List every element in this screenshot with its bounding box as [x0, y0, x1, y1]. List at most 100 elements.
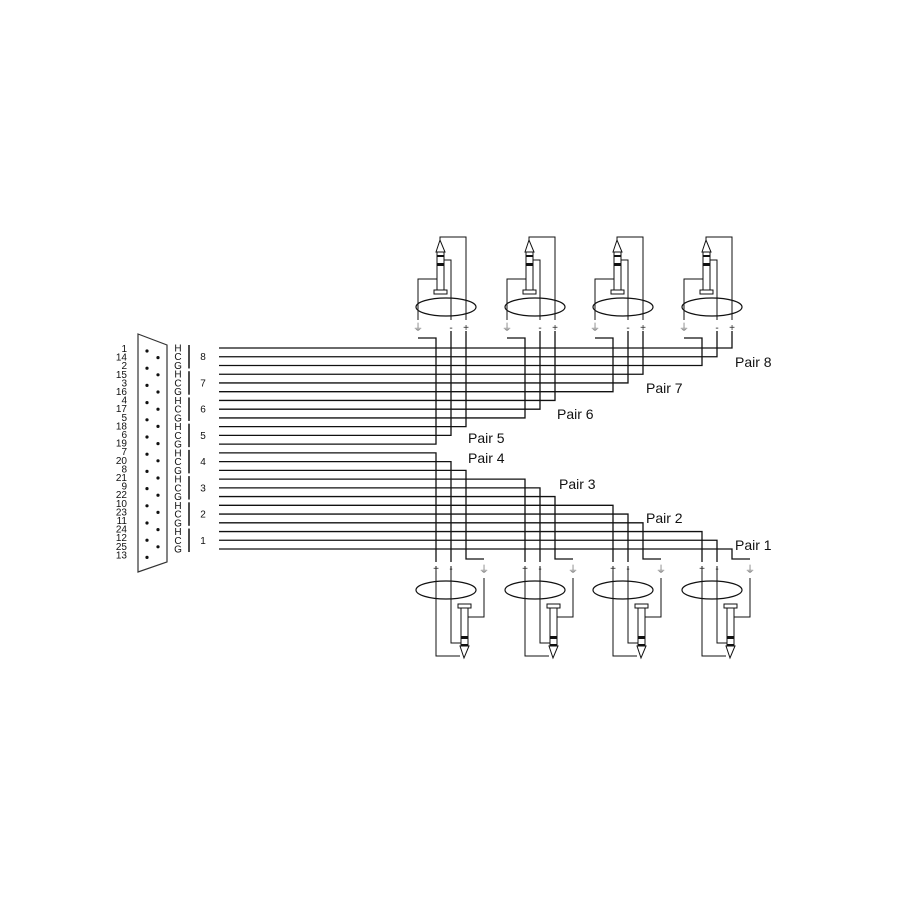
channel-number: 3 [200, 483, 206, 494]
plug-tip [701, 238, 712, 253]
plug-tip [435, 238, 446, 253]
ring-wire [627, 578, 638, 644]
pin-label: 3 [121, 378, 127, 389]
pin-dot [145, 487, 149, 491]
pin-label: 24 [116, 525, 128, 536]
signal-label: G [174, 413, 182, 424]
pin-label: 18 [116, 421, 128, 432]
ring-wire [710, 259, 718, 320]
pin-dot [156, 442, 160, 446]
minus-label: - [449, 564, 452, 575]
pin-dot [156, 510, 160, 514]
pin-label: 8 [121, 464, 127, 475]
pair-label: Pair 8 [735, 354, 772, 370]
plug-collar [433, 289, 448, 295]
pin-label: 9 [121, 482, 127, 493]
channel-number: 5 [200, 431, 206, 442]
jack-bottom-4: +-⏚ [681, 564, 755, 660]
signal-label: C [174, 431, 181, 442]
pin-label: 20 [116, 456, 128, 467]
tip-wire [435, 578, 460, 657]
pin-dot [145, 418, 149, 422]
signal-label: G [174, 492, 182, 503]
pin-dot [145, 521, 149, 525]
pin-label: 19 [116, 439, 128, 450]
channel-number: 6 [200, 405, 206, 416]
minus-label: - [449, 323, 452, 334]
channel-number: 4 [200, 457, 206, 468]
plus-label: + [433, 564, 439, 575]
jack-bottom-2: +-⏚ [504, 564, 578, 660]
ring-wire [444, 259, 452, 320]
plug-ring-band [550, 636, 557, 639]
plug-ring-band [461, 636, 468, 639]
sleeve-wire [557, 578, 574, 618]
plug-collar [634, 603, 649, 609]
plug-collar [457, 603, 472, 609]
pair-label: Pair 7 [646, 380, 683, 396]
wire-cold [219, 539, 718, 562]
plug-ring-band [703, 263, 710, 266]
plug-shaft [549, 607, 558, 647]
plus-label: + [522, 564, 528, 575]
pin-label: 1 [121, 344, 127, 355]
signal-label: C [174, 457, 181, 468]
plus-label: + [552, 323, 558, 334]
signal-label: H [174, 527, 181, 538]
connector-shell [137, 333, 168, 573]
pin-dot [156, 476, 160, 480]
wire-cold [219, 331, 452, 437]
pin-label: 15 [116, 370, 128, 381]
wire-hot [219, 530, 703, 562]
connector-labels: 1142153164175186197208219221023112412251… [116, 344, 206, 562]
wire-cold [219, 331, 718, 358]
signal-label: C [174, 536, 181, 547]
tip-wire [705, 236, 733, 320]
channel-number: 7 [200, 378, 206, 389]
pin-dot [156, 356, 160, 360]
plug-ring-band [550, 644, 557, 646]
wire-hot [219, 331, 733, 349]
minus-label: - [626, 323, 629, 334]
pin-dot [145, 401, 149, 405]
ground-symbol: ⏚ [502, 322, 512, 334]
plus-label: + [610, 564, 616, 575]
wire-hot [219, 504, 614, 562]
signal-label: C [174, 378, 181, 389]
plug-collar [546, 603, 561, 609]
ground-symbol: ⏚ [590, 322, 600, 334]
ground-symbol: ⏚ [679, 322, 689, 334]
signal-label: C [174, 483, 181, 494]
pin-label: 2 [121, 361, 127, 372]
plug-ring-band [461, 644, 468, 646]
cable-jacket [504, 580, 566, 600]
ring-wire [621, 259, 629, 320]
cable-jacket [592, 297, 654, 317]
signal-label: C [174, 405, 181, 416]
ring-wire [450, 578, 461, 644]
signal-label: G [174, 440, 182, 451]
trs-jacks: ⏚-+⏚-+⏚-+⏚-++-⏚+-⏚+-⏚+-⏚ [413, 236, 755, 660]
wire-ground [219, 337, 437, 445]
plug-tip [612, 238, 623, 253]
plus-label: + [699, 564, 705, 575]
signal-label: H [174, 422, 181, 433]
pin-label: 21 [116, 473, 128, 484]
plug-shaft [613, 251, 622, 291]
sleeve-wire [468, 578, 485, 618]
pin-label: 6 [121, 430, 127, 441]
jack-top-3: ⏚-+ [590, 236, 654, 334]
pair-label: Pair 4 [468, 450, 505, 466]
pin-dot [145, 538, 149, 542]
cable-jacket [504, 297, 566, 317]
signal-label: H [174, 396, 181, 407]
ground-symbol: ⏚ [745, 564, 755, 576]
tip-wire [524, 578, 549, 657]
plug-shaft [525, 251, 534, 291]
plus-label: + [463, 323, 469, 334]
wire-ground [219, 337, 703, 367]
ground-symbol: ⏚ [568, 564, 578, 576]
plug-ring-band [727, 644, 734, 646]
ring-wire [533, 259, 541, 320]
signal-label: H [174, 370, 181, 381]
